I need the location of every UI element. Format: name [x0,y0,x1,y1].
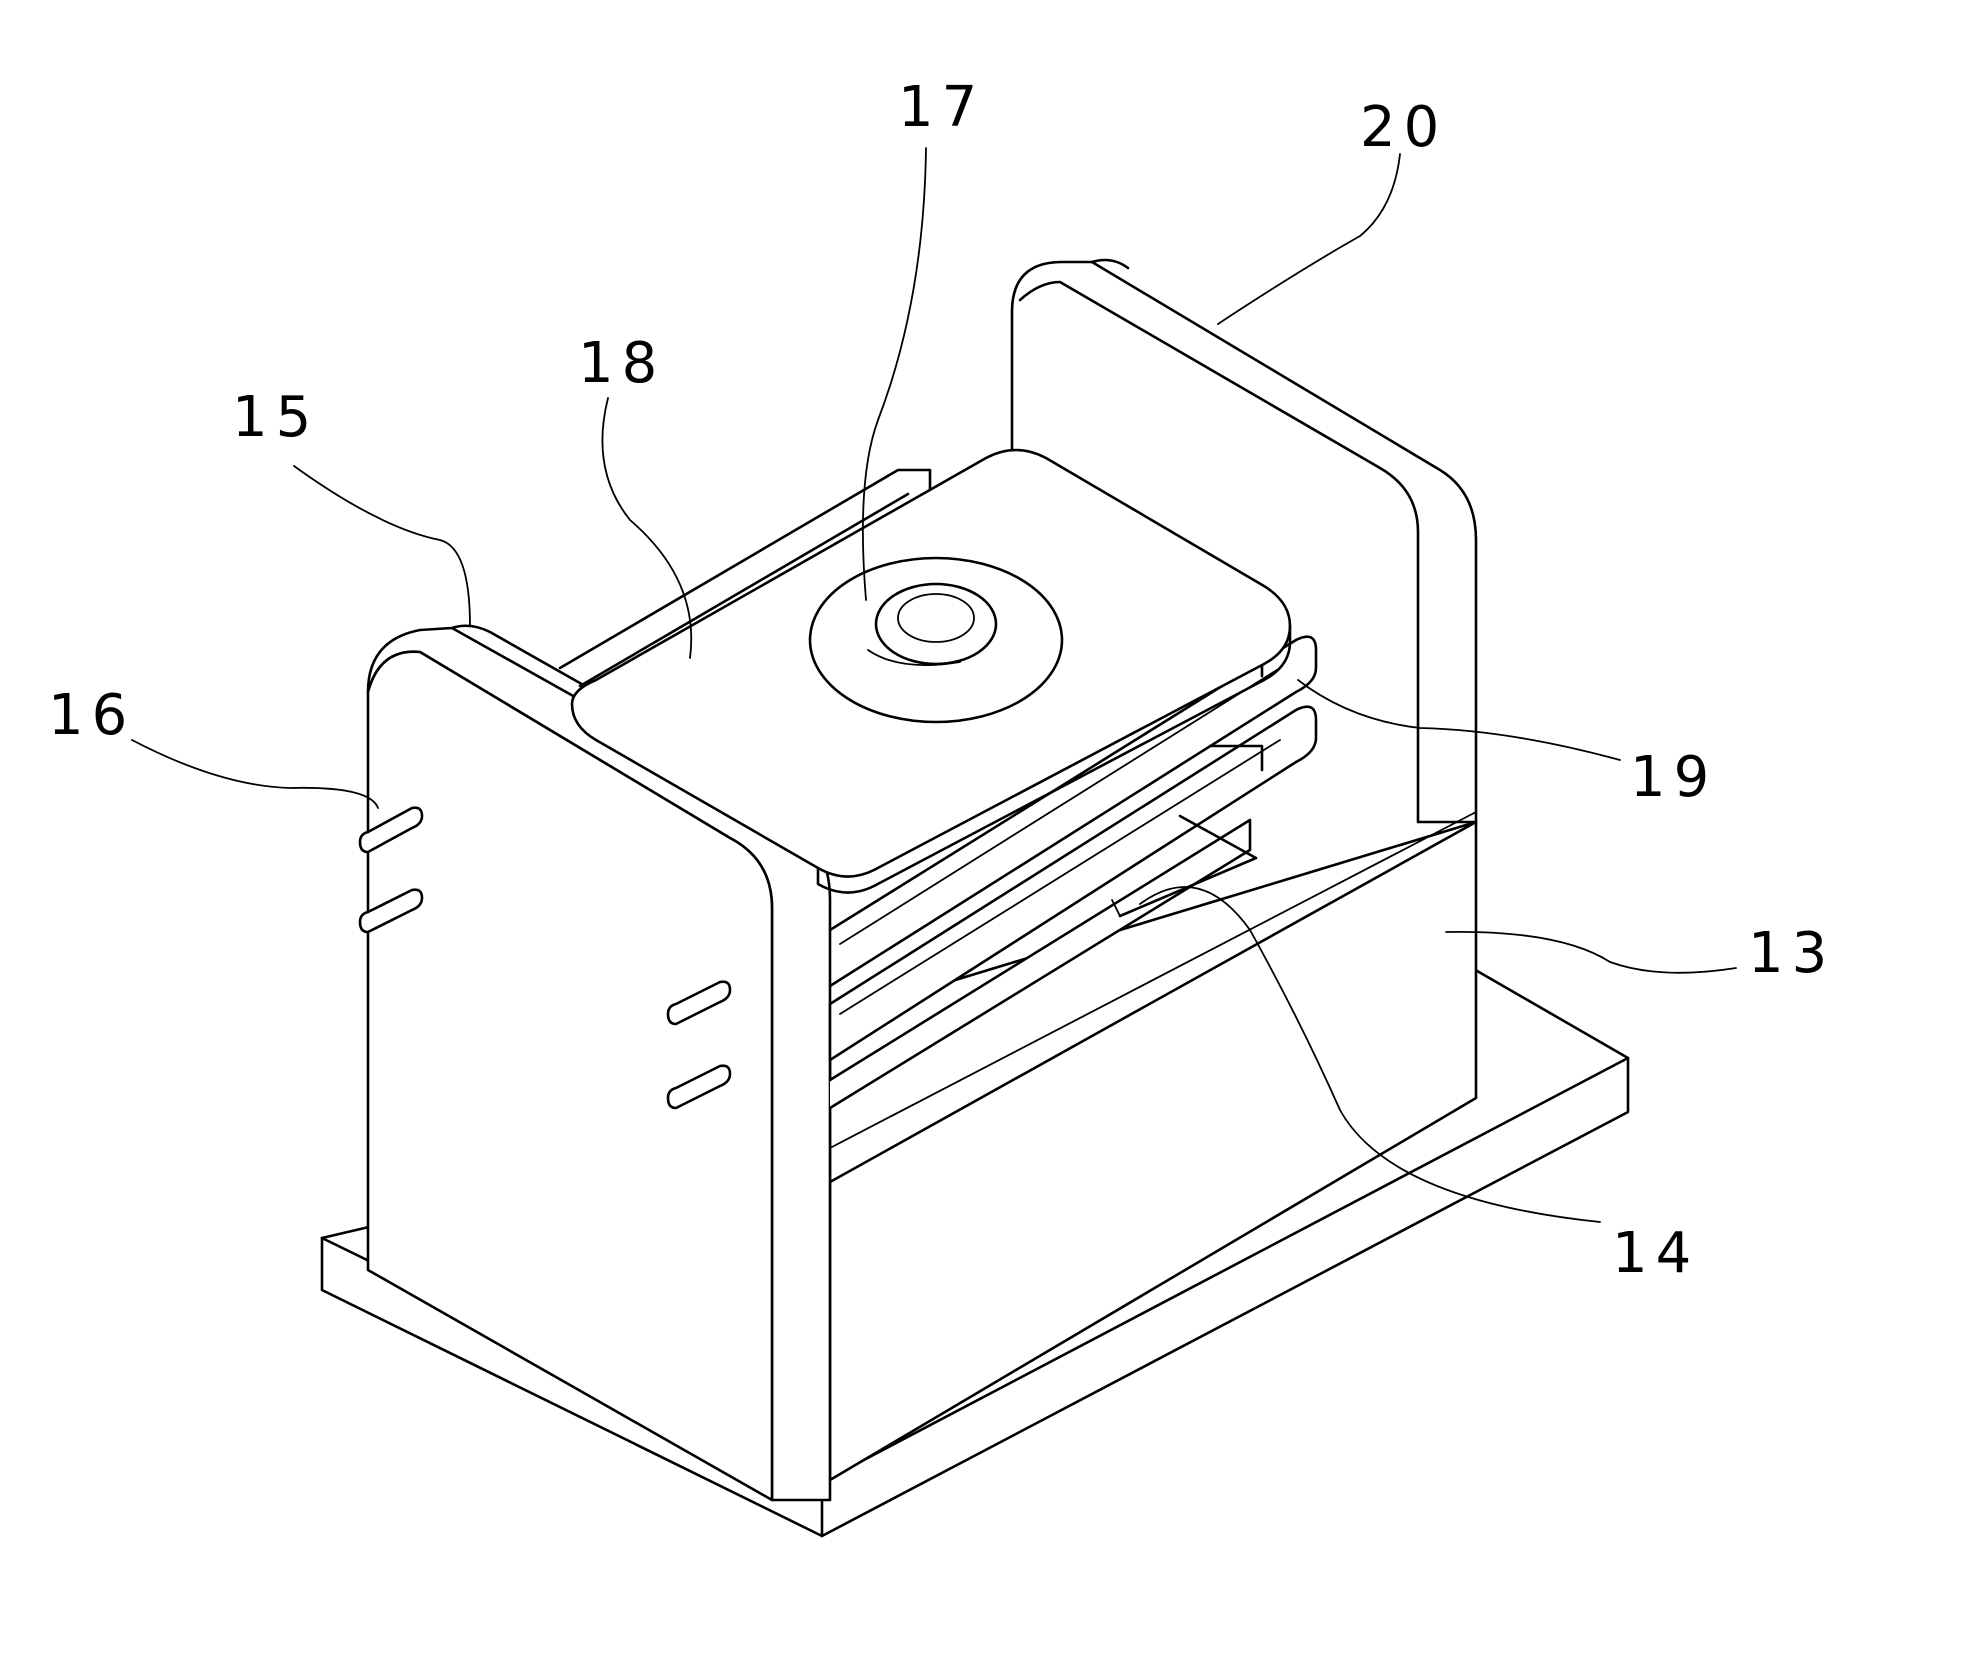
label-18: 18 [578,331,665,396]
leader-18 [602,398,691,658]
label-13: 13 [1748,921,1835,986]
cup-17 [810,558,1062,722]
label-16: 16 [48,683,135,748]
leader-15 [294,466,470,626]
leader-13 [1446,932,1736,973]
leader-16 [132,740,378,808]
label-19: 19 [1630,745,1717,810]
label-14: 14 [1612,1221,1699,1286]
label-20: 20 [1360,95,1447,160]
label-15: 15 [232,385,319,450]
housing-13 [830,812,1476,1480]
leader-20 [1218,154,1400,324]
label-17: 17 [898,75,985,140]
